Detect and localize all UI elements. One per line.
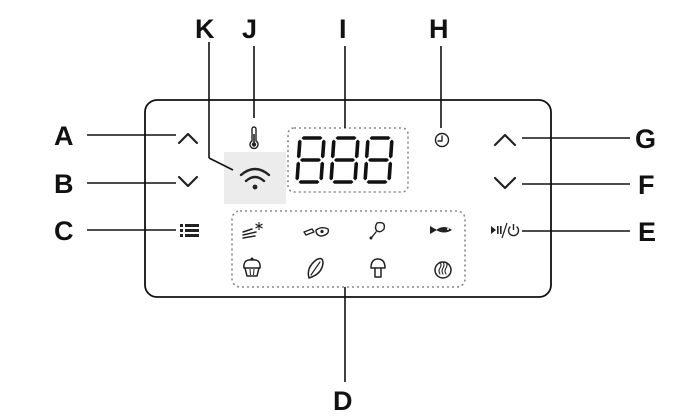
display-segment-e <box>363 161 369 181</box>
chicken-drumstick-icon[interactable] <box>369 221 386 240</box>
label-i: I <box>339 14 347 44</box>
play-pause-power-icon <box>491 222 520 239</box>
label-b: B <box>54 169 74 199</box>
label-h: H <box>429 14 449 44</box>
clock-icon <box>434 132 450 148</box>
display-segment-f <box>330 139 336 159</box>
fish-icon[interactable] <box>430 226 452 234</box>
vegetable-icon[interactable] <box>307 257 324 279</box>
start-stop-power-button[interactable] <box>491 222 520 239</box>
display-segment-a <box>335 136 357 140</box>
label-k: K <box>195 14 215 44</box>
preset-programs <box>242 221 452 279</box>
display-segment-e <box>295 161 301 181</box>
mushroom-icon[interactable] <box>370 258 386 278</box>
meat-icon[interactable] <box>303 227 330 237</box>
display-segment-b <box>388 139 394 159</box>
display-segment-e <box>329 161 335 181</box>
display-segment-c <box>353 161 359 181</box>
leader-lines <box>87 42 630 382</box>
thermometer-icon <box>249 126 259 150</box>
display-segment-g <box>334 158 355 162</box>
control-panel-outline <box>144 99 552 298</box>
leader-k-diag <box>208 157 234 171</box>
label-g: G <box>635 124 656 154</box>
wifi-icon <box>239 167 271 190</box>
time-up-button[interactable] <box>493 133 517 147</box>
display-segment-d <box>332 180 354 184</box>
reheat-icon[interactable] <box>434 261 452 279</box>
display-digit <box>295 136 326 184</box>
time-down-button[interactable] <box>493 176 517 190</box>
display-segment-b <box>320 139 326 159</box>
display-segment-f <box>364 139 370 159</box>
temp-down-button[interactable] <box>177 175 199 188</box>
display-segment-f <box>296 139 302 159</box>
chevron-down-icon <box>493 176 517 190</box>
display-frame <box>287 127 409 193</box>
menu-list-icon <box>180 224 199 237</box>
display-segment-b <box>354 139 360 159</box>
display-segment-a <box>369 136 391 140</box>
label-c: C <box>54 216 74 246</box>
label-j: J <box>242 14 257 44</box>
display-segment-d <box>366 180 388 184</box>
menu-button[interactable] <box>180 224 199 237</box>
display-segment-c <box>319 161 325 181</box>
label-d: D <box>333 386 353 416</box>
display-digit <box>363 136 394 184</box>
seven-segment-display <box>295 136 394 184</box>
temp-up-button[interactable] <box>177 132 199 145</box>
chevron-up-icon <box>493 133 517 147</box>
label-e: E <box>638 217 656 247</box>
chevron-up-icon <box>177 132 199 145</box>
display-digit <box>329 136 360 184</box>
presets-frame <box>231 210 466 288</box>
display-segment-g <box>300 158 321 162</box>
label-f: F <box>638 170 655 200</box>
display-segment-a <box>301 136 323 140</box>
label-a: A <box>54 121 74 151</box>
display-segment-c <box>387 161 393 181</box>
chevron-down-icon <box>177 175 199 188</box>
muffin-icon[interactable] <box>243 257 261 277</box>
display-segment-d <box>298 180 320 184</box>
frozen-food-icon[interactable] <box>242 222 263 239</box>
display-segment-g <box>368 158 389 162</box>
